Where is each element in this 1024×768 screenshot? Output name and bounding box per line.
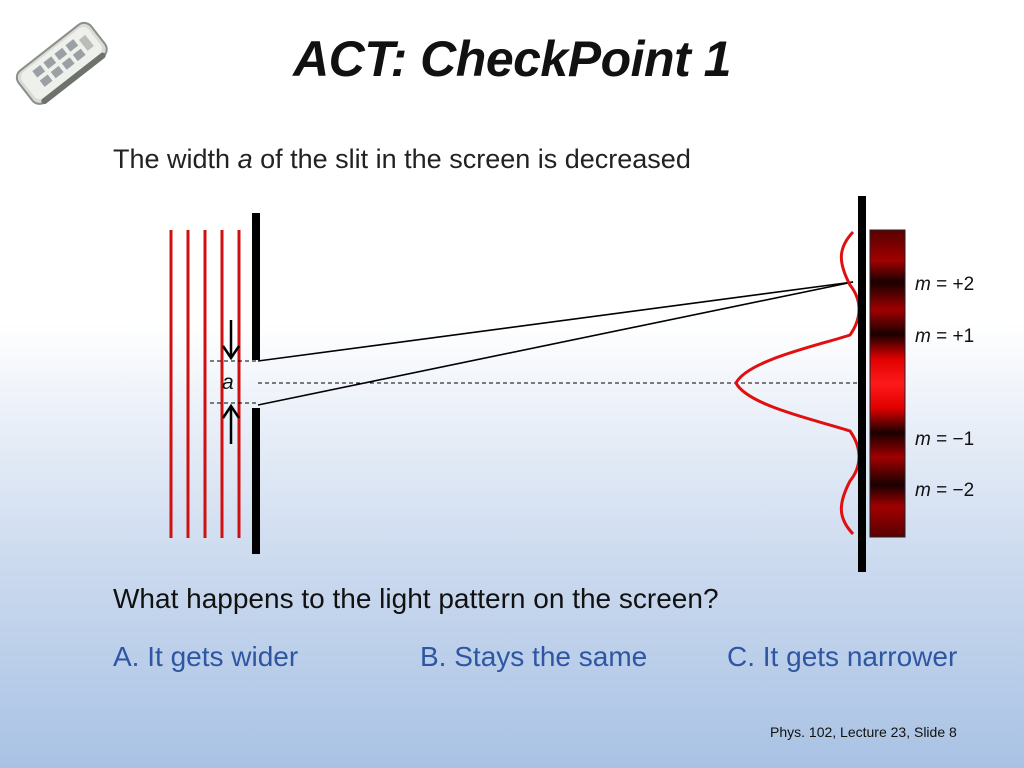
interference-pattern (869, 229, 906, 538)
slide-footer: Phys. 102, Lecture 23, Slide 8 (770, 724, 957, 740)
dashed-guides (210, 360, 862, 404)
answer-b[interactable]: B. Stays the same (420, 641, 648, 672)
prompt-text: The width a of the slit in the screen is… (113, 144, 691, 174)
answer-a[interactable]: A. It gets wider (113, 641, 299, 672)
question-text: What happens to the light pattern on the… (113, 583, 719, 614)
slit-width-arrows (221, 320, 241, 444)
iclicker-remote-icon (15, 21, 108, 105)
answer-c[interactable]: C. It gets narrower (727, 641, 958, 672)
order-label-minus1: m = −1 (915, 429, 975, 450)
intensity-curve (734, 230, 861, 536)
order-label-plus2: m = +2 (915, 274, 975, 295)
slide-title: ACT: CheckPoint 1 (293, 31, 731, 87)
order-label-minus2: m = −2 (915, 480, 975, 501)
rays (257, 281, 854, 406)
wavefronts (169, 230, 241, 538)
order-label-plus1: m = +1 (915, 326, 975, 347)
slit-width-label: a (222, 371, 234, 394)
